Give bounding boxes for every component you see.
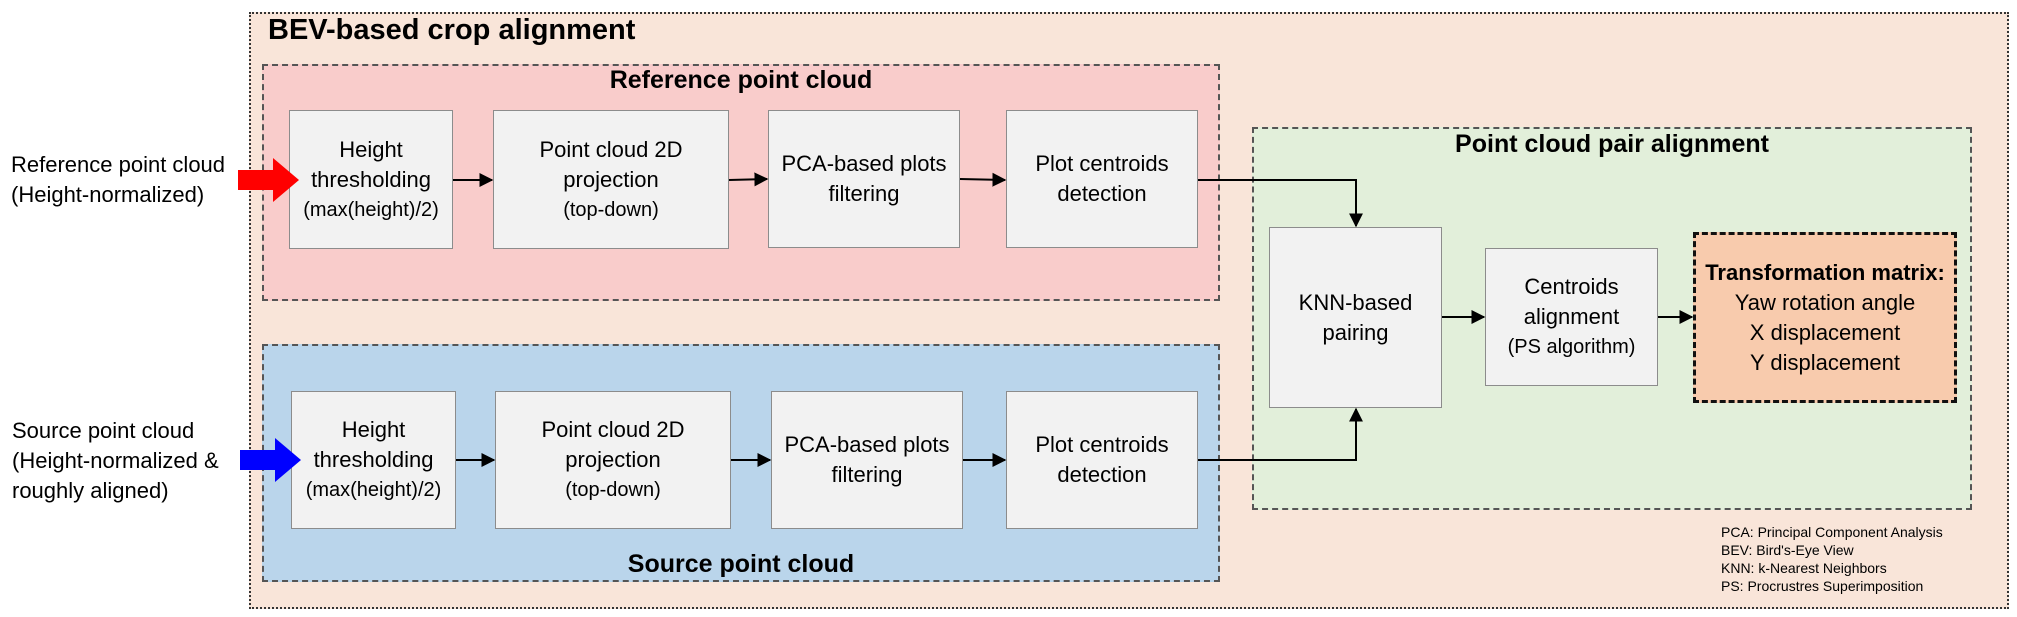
transformation-matrix-box: Transformation matrix: Yaw rotation angl… xyxy=(1693,232,1957,403)
src-pca-filtering-box: PCA-based plots filtering xyxy=(771,391,963,529)
legend-item: PCA: Principal Component Analysis xyxy=(1721,524,1943,540)
ref-height-thresholding-box: Height thresholding (max(height)/2) xyxy=(289,110,453,249)
source-group-title: Source point cloud xyxy=(627,550,855,578)
src-height-thresholding-box: Height thresholding (max(height)/2) xyxy=(291,391,456,529)
pair-group-title: Point cloud pair alignment xyxy=(1455,130,1769,158)
src-centroids-detection-box: Plot centroids detection xyxy=(1006,391,1198,529)
ref-centroids-detection-box: Plot centroids detection xyxy=(1006,110,1198,248)
src-to-knn-connector xyxy=(1198,407,1363,461)
legend-item: BEV: Bird's-Eye View xyxy=(1721,542,1854,558)
ref-arrow-2 xyxy=(728,172,769,187)
knn-pairing-box: KNN-based pairing xyxy=(1269,227,1442,408)
reference-group-title: Reference point cloud xyxy=(609,66,873,94)
legend-item: PS: Procrustres Superimposition xyxy=(1721,578,1924,594)
ref-pca-filtering-box: PCA-based plots filtering xyxy=(768,110,960,248)
abbreviation-legend: PCA: Principal Component Analysis BEV: B… xyxy=(1721,523,1943,595)
reference-input-label: Reference point cloud (Height-normalized… xyxy=(11,152,226,207)
reference-input-arrow xyxy=(238,158,299,202)
ref-to-knn-connector xyxy=(1198,179,1363,228)
src-2d-projection-box: Point cloud 2D projection (top-down) xyxy=(495,391,731,529)
legend-item: KNN: k-Nearest Neighbors xyxy=(1721,560,1887,576)
centroids-alignment-box: Centroids alignment (PS algorithm) xyxy=(1485,248,1658,386)
source-input-arrow xyxy=(240,438,301,482)
ref-2d-projection-box: Point cloud 2D projection (top-down) xyxy=(493,110,729,249)
ref-arrow-3 xyxy=(959,172,1007,187)
outer-title: BEV-based crop alignment xyxy=(268,14,636,46)
source-input-label: Source point cloud (Height-normalized & … xyxy=(12,418,219,503)
